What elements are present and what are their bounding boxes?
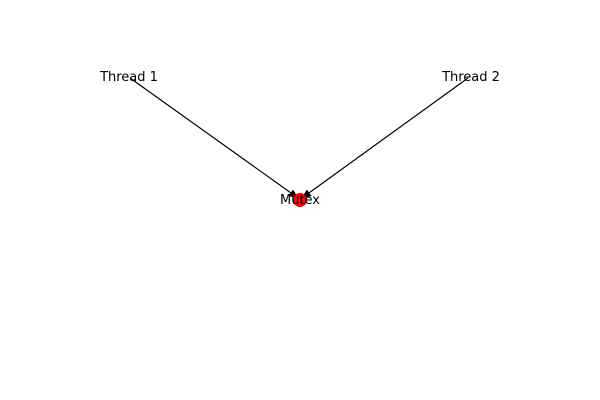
edge-thread1-to-mutex	[129, 77, 299, 199]
thread1-label: Thread 1	[99, 70, 158, 85]
mutex-label: Mutex	[280, 193, 320, 208]
edge-thread2-to-mutex	[301, 77, 469, 199]
mutex-node	[293, 193, 307, 207]
thread2-label: Thread 2	[441, 70, 500, 85]
